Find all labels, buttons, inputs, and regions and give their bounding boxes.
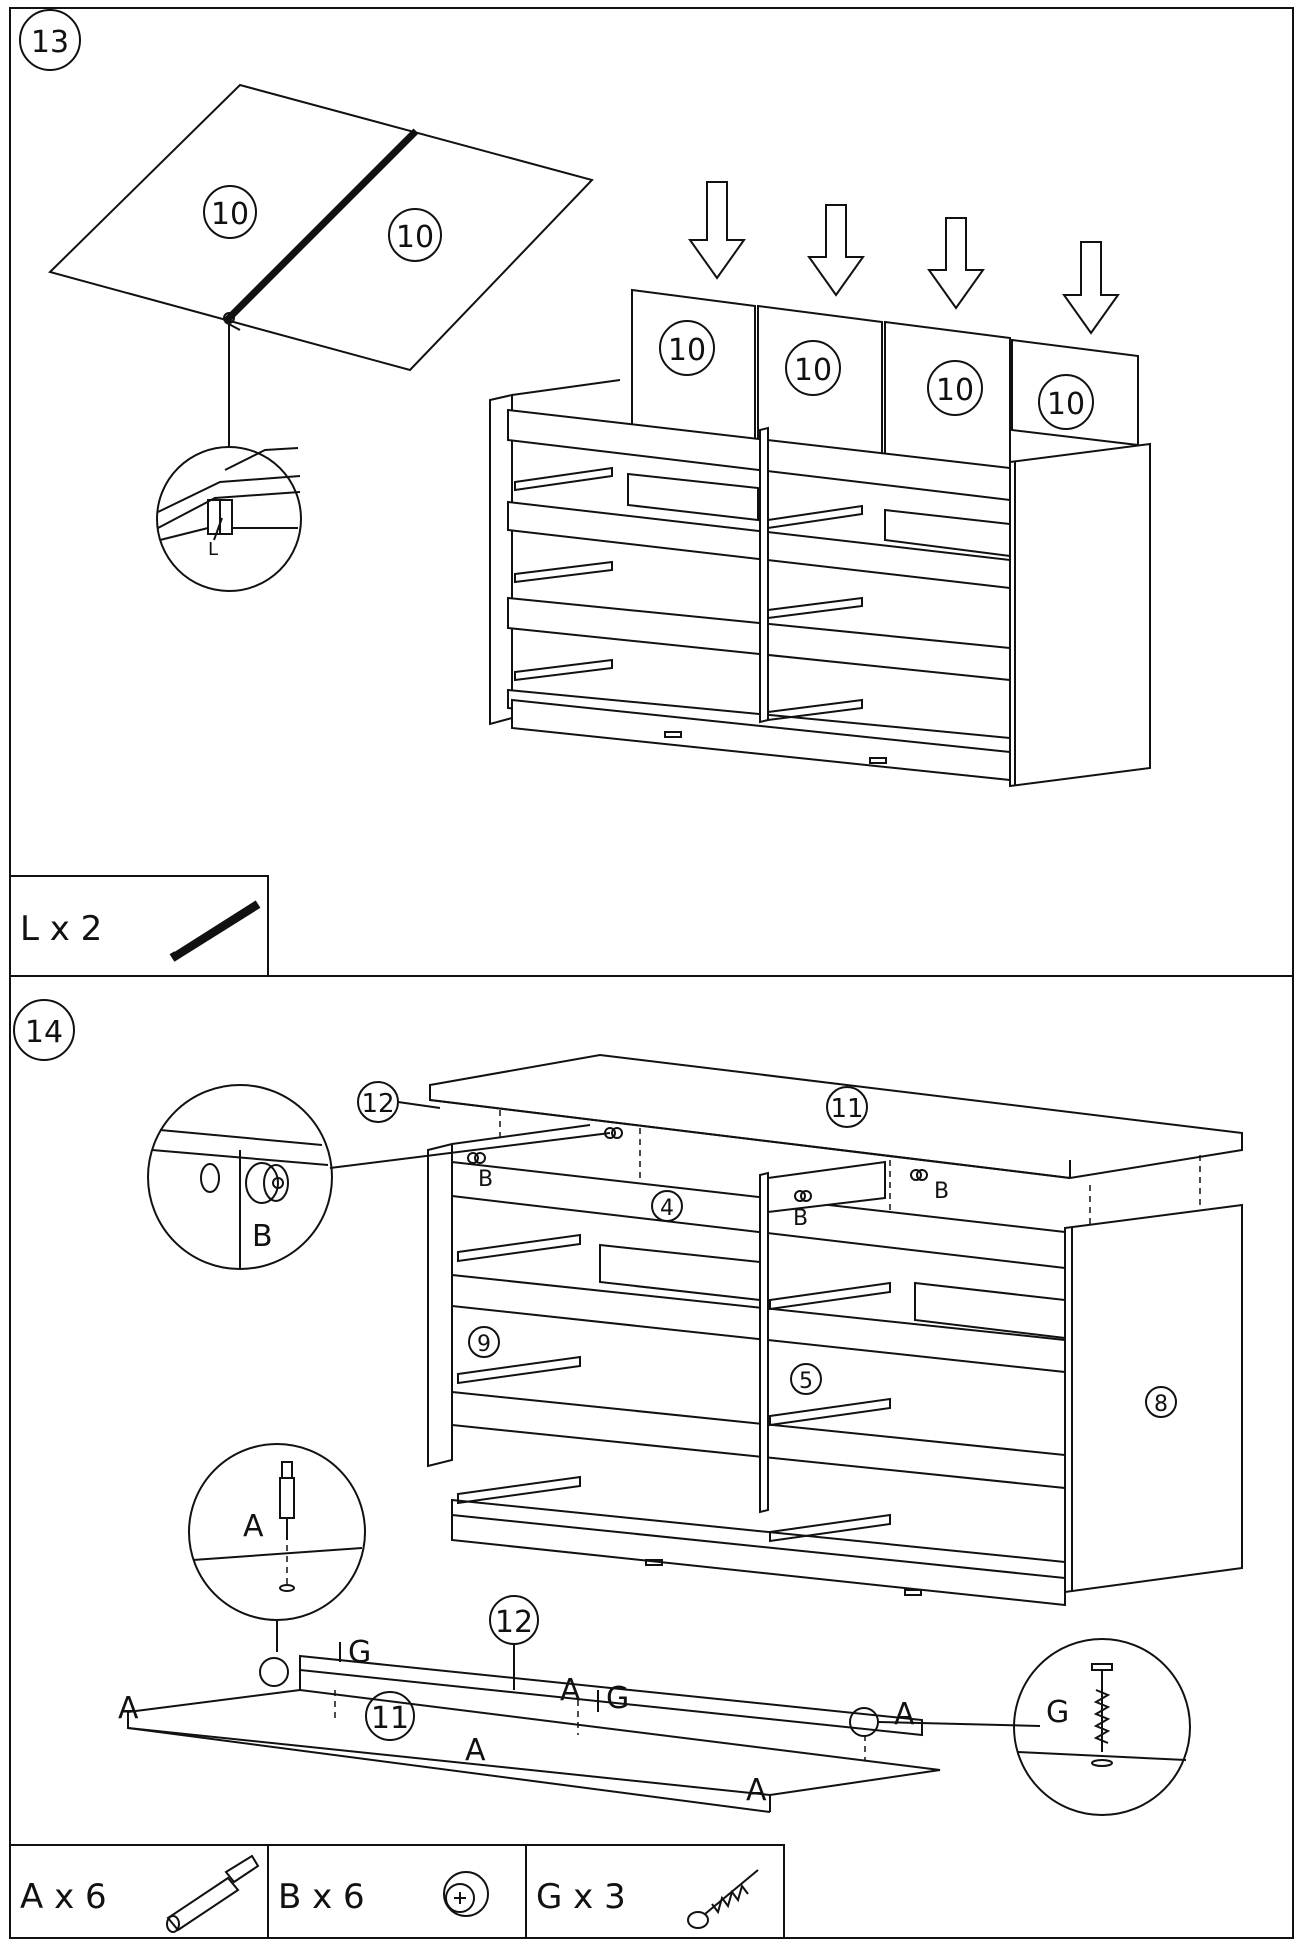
- screw-icon: [687, 1869, 759, 1929]
- callout-back-1: 10: [659, 320, 715, 376]
- screw-detail: G: [1013, 1638, 1191, 1816]
- callout-bottom-board: 11: [365, 1691, 415, 1741]
- callout-back-3: 10: [927, 360, 983, 416]
- label-g2: G: [606, 1681, 629, 1716]
- svg-text:11: 11: [371, 1701, 409, 1736]
- svg-text:12: 12: [361, 1089, 394, 1119]
- callout-panel-right: 10: [388, 208, 442, 262]
- svg-text:12: 12: [495, 1605, 533, 1640]
- cam-lock-detail: B: [147, 1084, 611, 1270]
- svg-text:9: 9: [477, 1332, 491, 1357]
- down-arrow-icon: [688, 181, 746, 280]
- dowel-icon: [166, 1854, 260, 1933]
- detail-label-a: A: [243, 1509, 264, 1544]
- step13-number: 13: [31, 25, 69, 60]
- cam-label-b3: B: [934, 1179, 949, 1204]
- parts-box-b: B x 6: [267, 1844, 527, 1939]
- callout-side-right: 8: [1145, 1386, 1177, 1418]
- dresser-carcass-14: B B B 4 9 5 8: [427, 1110, 1243, 1607]
- bottom-board: 11: [127, 1657, 1041, 1813]
- joined-back-panels: 10 10: [48, 83, 594, 372]
- callout-divider: 5: [790, 1363, 822, 1395]
- label-g1: G: [348, 1635, 371, 1670]
- step14-number: 14: [25, 1015, 63, 1050]
- down-arrow-icon: [807, 204, 865, 297]
- dowel-detail: A: [188, 1443, 366, 1652]
- step13-number-badge: 13: [19, 9, 81, 71]
- drawer-slides-left: [514, 466, 863, 722]
- svg-text:11: 11: [830, 1094, 863, 1124]
- svg-text:10: 10: [668, 333, 706, 368]
- svg-text:10: 10: [1047, 387, 1085, 422]
- parts-box-l: L x 2: [9, 875, 269, 977]
- detail-label-g: G: [1046, 1695, 1069, 1730]
- callout-back-4: 10: [1038, 374, 1094, 430]
- cam-label-b1: B: [478, 1167, 493, 1192]
- detail-label-l: L: [208, 539, 218, 560]
- callout-rail-bottom: 12: [489, 1595, 539, 1645]
- svg-text:8: 8: [1154, 1392, 1168, 1417]
- callout-back-2: 10: [785, 340, 841, 396]
- bottom-rail: 12: [299, 1595, 923, 1737]
- svg-text:4: 4: [660, 1196, 674, 1221]
- dresser-carcass-13: 10 10 10 10: [489, 288, 1151, 788]
- down-arrow-icon: [927, 217, 985, 310]
- callout-side-left: 9: [468, 1326, 500, 1358]
- label-a2: A: [118, 1691, 139, 1726]
- parts-label-a: A x 6: [20, 1877, 107, 1917]
- connector-strip-icon: [169, 898, 261, 962]
- label-a5: A: [894, 1697, 915, 1732]
- insert-arrows: [688, 181, 1120, 335]
- top-board: 11 12: [357, 1053, 1243, 1180]
- svg-text:5: 5: [799, 1369, 813, 1394]
- callout-panel-left: 10: [203, 185, 257, 239]
- hardware-labels: G G A A A A A: [118, 1635, 915, 1808]
- step14-number-badge: 14: [13, 999, 75, 1061]
- drawer-slides-14: [457, 1233, 891, 1543]
- connector-detail: L: [156, 322, 302, 592]
- callout-drawer-rail: 4: [651, 1190, 683, 1222]
- parts-label-b: B x 6: [278, 1877, 365, 1917]
- cam-label-b2: B: [793, 1206, 808, 1231]
- label-a3: A: [465, 1733, 486, 1768]
- cam-lock-icon: [443, 1871, 489, 1917]
- callout-rail-top: 12: [357, 1081, 399, 1123]
- down-arrow-icon: [1062, 241, 1120, 335]
- label-a4: A: [746, 1773, 767, 1808]
- svg-text:10: 10: [794, 353, 832, 388]
- svg-text:10: 10: [396, 220, 434, 255]
- detail-label-b: B: [252, 1219, 273, 1254]
- parts-label-l: L x 2: [20, 909, 102, 949]
- parts-box-a: A x 6: [9, 1844, 269, 1939]
- callout-ring-left: [259, 1657, 289, 1687]
- label-a1: A: [560, 1673, 581, 1708]
- svg-text:10: 10: [211, 197, 249, 232]
- parts-box-g: G x 3: [525, 1844, 785, 1939]
- svg-text:10: 10: [936, 373, 974, 408]
- parts-label-g: G x 3: [536, 1877, 626, 1917]
- callout-top-board: 11: [826, 1086, 868, 1128]
